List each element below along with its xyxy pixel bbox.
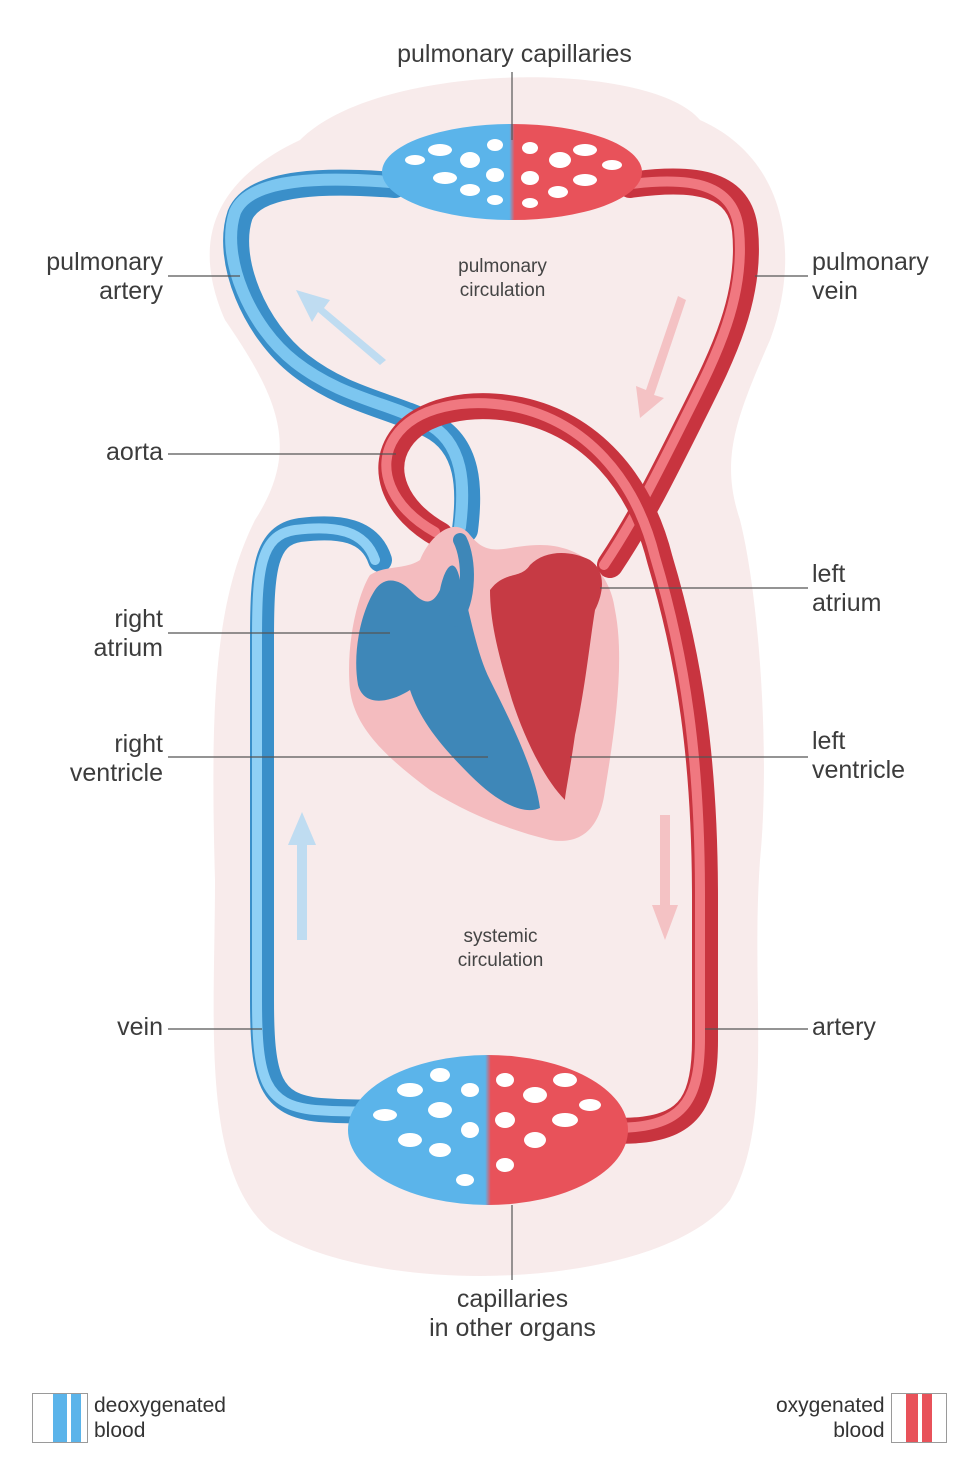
label-vein: vein	[117, 1013, 163, 1041]
heart	[349, 526, 620, 841]
label-left-atrium: left atrium	[812, 560, 882, 617]
flow-arrows	[288, 290, 686, 940]
label-right-atrium: right atrium	[93, 605, 163, 662]
right-chambers	[356, 565, 540, 811]
label-pulmonary-circulation: pulmonary circulation	[458, 256, 547, 301]
label-aorta: aorta	[106, 438, 163, 466]
deoxygenated-swatch-icon	[32, 1393, 88, 1443]
pulmonary-capillary-bed	[382, 124, 642, 220]
legend-deoxygenated: deoxygenated blood	[32, 1393, 226, 1443]
label-left-ventricle: left ventricle	[812, 727, 906, 784]
oxygenated-swatch-icon	[890, 1393, 947, 1443]
left-chambers	[490, 553, 602, 800]
arrow-up-left-icon	[296, 290, 386, 365]
label-artery: artery	[812, 1013, 876, 1041]
label-systemic-circulation: systemic circulation	[457, 926, 544, 971]
arrow-down-icon	[652, 815, 678, 940]
leader-lines	[168, 72, 808, 1280]
label-pulmonary-artery: pulmonary artery	[46, 248, 163, 305]
legend-oxygenated: oxygenated blood	[776, 1393, 947, 1443]
label-right-ventricle: right ventricle	[69, 730, 163, 787]
arrow-down-left-icon	[636, 296, 686, 418]
label-capillaries-other-organs: capillaries in other organs	[429, 1285, 596, 1342]
label-pulmonary-vein: pulmonary vein	[812, 248, 929, 305]
label-pulmonary-capillaries: pulmonary capillaries	[397, 40, 632, 68]
arrow-up-icon	[288, 812, 316, 940]
systemic-capillary-bed	[348, 1055, 628, 1205]
